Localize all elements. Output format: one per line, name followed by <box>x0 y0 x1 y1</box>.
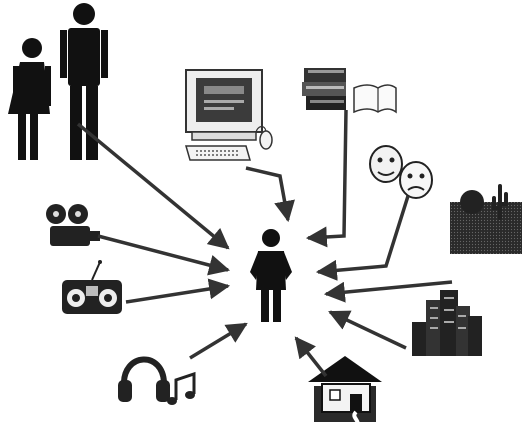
arrow-theater <box>315 195 410 281</box>
arrow-music <box>189 322 248 360</box>
desert-landscape-icon <box>450 184 522 254</box>
arrow-parents <box>76 122 230 250</box>
arrow-city <box>328 310 407 350</box>
headphones-music-icon <box>118 356 196 405</box>
boombox-radio-icon <box>62 260 122 314</box>
man-woman-pair-icon <box>8 3 108 160</box>
person-standing-icon <box>250 229 292 322</box>
arrow-home <box>294 336 328 378</box>
arrow-books <box>305 109 348 248</box>
books-icon <box>302 68 397 114</box>
film-projector-icon <box>46 204 100 246</box>
city-skyline-icon <box>412 290 482 356</box>
desktop-computer-icon <box>185 69 273 161</box>
arrow-radio <box>125 278 231 304</box>
influence-arrows <box>76 109 453 378</box>
arrow-film <box>97 234 231 276</box>
arrow-computer <box>245 166 295 223</box>
theater-masks-icon <box>369 145 433 199</box>
arrow-environment <box>323 280 453 303</box>
